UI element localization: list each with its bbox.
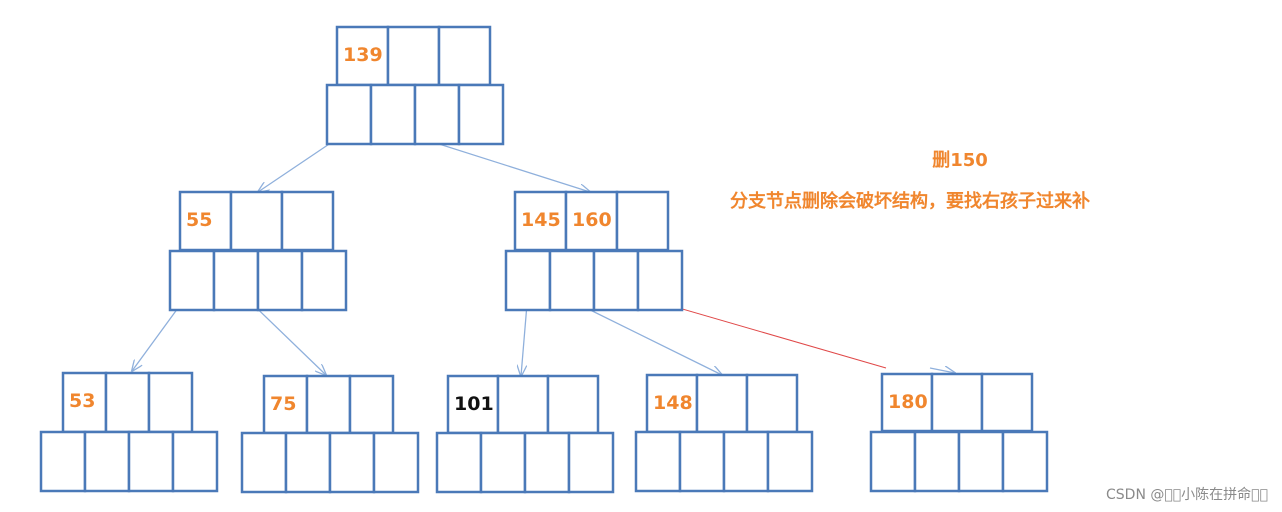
key-cell xyxy=(695,373,749,434)
child-pointer-cell xyxy=(168,249,216,312)
child-pointer-cell xyxy=(435,431,483,494)
child-pointer-cell xyxy=(678,430,726,493)
child-pointer-cell xyxy=(869,430,917,493)
node-leaf-101: 101 xyxy=(435,374,615,494)
key-cell xyxy=(280,190,335,252)
key-cell xyxy=(496,374,550,435)
child-pointer-cell xyxy=(1001,430,1049,493)
child-pointer-cell xyxy=(240,431,288,494)
key-value: 145 xyxy=(521,209,561,231)
key-value: 180 xyxy=(888,391,928,413)
node-leaf-180: 180 xyxy=(869,372,1049,493)
key-cell xyxy=(745,373,799,434)
edge-right-mid-to-leaf-148 xyxy=(569,299,722,375)
child-pointer-cell xyxy=(504,249,552,312)
child-pointer-cell xyxy=(127,430,175,493)
child-pointer-cell xyxy=(457,83,505,146)
key-value: 55 xyxy=(186,209,212,231)
child-pointer-cell xyxy=(212,249,260,312)
child-pointer-cell xyxy=(369,83,417,146)
edge-left-mid-to-leaf-53 xyxy=(132,307,179,371)
key-value: 160 xyxy=(572,209,612,231)
note-title: 删150 xyxy=(932,150,988,171)
child-pointer-cell xyxy=(171,430,219,493)
child-pointer-cell xyxy=(957,430,1005,493)
key-cell xyxy=(61,371,108,434)
child-pointer-cell xyxy=(913,430,961,493)
node-root: 139 xyxy=(325,25,505,146)
child-pointer-cell xyxy=(479,431,527,494)
child-pointer-cell xyxy=(722,430,770,493)
child-pointer-cell xyxy=(523,431,571,494)
node-leaf-75: 75 xyxy=(240,374,420,494)
key-cell xyxy=(305,374,352,435)
child-pointer-cell xyxy=(567,431,615,494)
key-cell xyxy=(930,372,984,433)
watermark: CSDN @  小陈在拼命   xyxy=(1106,487,1268,503)
child-pointer-cell xyxy=(39,430,87,493)
child-pointer-cell xyxy=(766,430,814,493)
child-pointer-cell xyxy=(284,431,332,494)
child-pointer-cell xyxy=(636,249,684,312)
key-cell xyxy=(229,190,284,252)
key-cell xyxy=(386,25,441,87)
child-pointer-cell xyxy=(83,430,131,493)
child-pointer-cell xyxy=(328,431,376,494)
child-pointer-cell xyxy=(634,430,682,493)
key-cell xyxy=(147,371,194,434)
key-cell xyxy=(980,372,1034,433)
edge-arrowhead-leaf-180 xyxy=(929,368,955,373)
child-pointer-cell xyxy=(325,83,373,146)
key-value: 148 xyxy=(653,392,693,414)
note-description: 分支节点删除会破坏结构，要找右孩子过来补 xyxy=(730,191,1090,212)
key-cell xyxy=(437,25,492,87)
node-leaf-148: 148 xyxy=(634,373,814,493)
key-cell xyxy=(104,371,151,434)
key-cell xyxy=(348,374,395,435)
key-cell xyxy=(645,373,699,434)
child-pointer-cell xyxy=(592,249,640,312)
node-right-mid: 145 160 xyxy=(504,190,684,312)
key-value: 75 xyxy=(270,393,296,415)
node-left-mid: 55 xyxy=(168,190,348,312)
key-cell xyxy=(546,374,600,435)
child-pointer-cell xyxy=(256,249,304,312)
key-value: 139 xyxy=(343,44,383,66)
node-leaf-53: 53 xyxy=(39,371,219,493)
key-value: 53 xyxy=(69,390,95,412)
key-cell xyxy=(615,190,670,252)
key-value: 101 xyxy=(454,393,494,415)
child-pointer-cell xyxy=(413,83,461,146)
child-pointer-cell xyxy=(372,431,420,494)
key-cell xyxy=(262,374,309,435)
child-pointer-cell xyxy=(300,249,348,312)
child-pointer-cell xyxy=(548,249,596,312)
